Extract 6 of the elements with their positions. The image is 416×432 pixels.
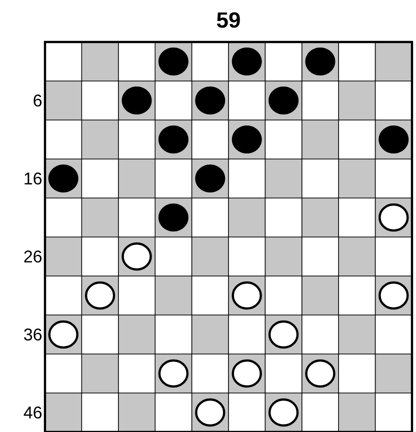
title: 59 xyxy=(216,12,240,28)
row-number: 16 xyxy=(24,172,42,185)
row-number: 36 xyxy=(24,328,42,341)
row-number: 6 xyxy=(34,94,42,107)
row-number: 46 xyxy=(24,406,42,419)
row-number: 26 xyxy=(24,250,42,263)
